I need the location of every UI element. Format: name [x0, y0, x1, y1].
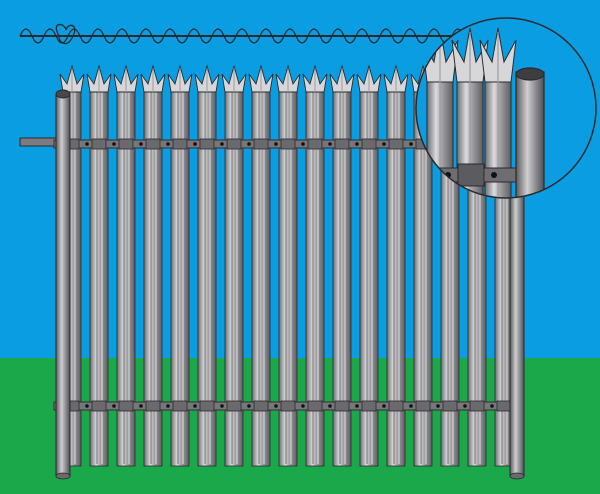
rail-bracket	[469, 400, 485, 412]
fence-pale	[248, 64, 274, 467]
post-base	[509, 472, 525, 480]
rail-bracket	[361, 400, 377, 412]
rail-bracket	[118, 400, 134, 412]
rail-bolt	[328, 404, 332, 408]
inset-border	[415, 17, 597, 199]
rail-bracket	[388, 400, 404, 412]
rail-bolt	[220, 142, 224, 146]
fence-pale	[86, 64, 112, 467]
rail-bracket	[307, 138, 323, 150]
inset-content	[419, 27, 545, 198]
rail-bolt	[112, 142, 116, 146]
rail-bolt	[274, 404, 278, 408]
fence-pale	[356, 64, 382, 467]
rail-bracket	[415, 400, 431, 412]
post-body	[509, 189, 525, 477]
rail-bracket	[91, 400, 107, 412]
fence-pale	[140, 64, 166, 467]
post-base	[55, 472, 71, 480]
fence-rails	[53, 138, 525, 412]
rail-bolt	[247, 404, 251, 408]
rail-bracket	[172, 400, 188, 412]
wire-clip	[55, 23, 76, 45]
rail-bolt	[382, 142, 386, 146]
rail-bolt	[112, 404, 116, 408]
rail-bolt	[355, 404, 359, 408]
left-post	[55, 89, 71, 480]
rail-bolt	[328, 142, 332, 146]
rail-bracket	[388, 138, 404, 150]
rail-bracket	[226, 400, 242, 412]
post-body	[55, 93, 71, 477]
rail-bracket	[361, 138, 377, 150]
inset-post-cap	[515, 67, 545, 81]
rail-bracket	[496, 400, 512, 412]
rail-bracket	[199, 138, 215, 150]
rail-bolt	[355, 142, 359, 146]
rail-bracket	[253, 138, 269, 150]
rail-bracket	[334, 138, 350, 150]
bottom-rail	[53, 400, 525, 412]
inset-bolt	[491, 172, 497, 178]
rail-bolt	[85, 142, 89, 146]
rail-bolt	[436, 404, 440, 408]
rail-bolt	[301, 404, 305, 408]
inset-bracket	[457, 163, 485, 187]
wire-coil	[19, 28, 477, 44]
rail-bolt	[301, 142, 305, 146]
rail-bolt	[463, 404, 467, 408]
rail-bracket	[280, 138, 296, 150]
rail-bolt	[139, 404, 143, 408]
rail-bracket	[442, 400, 458, 412]
inset-post	[515, 71, 545, 198]
detail-inset-circle	[415, 17, 597, 199]
rail-bolt	[382, 404, 386, 408]
rail-bracket	[226, 138, 242, 150]
rail-bracket	[145, 138, 161, 150]
rail-bolt	[166, 404, 170, 408]
rail-bolt	[85, 404, 89, 408]
fence-pale	[221, 64, 247, 467]
rail-bolt	[139, 142, 143, 146]
rail-bolt	[193, 404, 197, 408]
rail-bolt	[409, 404, 413, 408]
rail-bolt	[409, 142, 413, 146]
rail-bracket	[253, 400, 269, 412]
rail-bolt	[166, 142, 170, 146]
rail-bracket	[280, 400, 296, 412]
right-post	[509, 185, 525, 480]
fence-posts	[55, 89, 525, 480]
rail-bracket	[199, 400, 215, 412]
post-cap	[55, 89, 71, 99]
rail-bracket	[334, 400, 350, 412]
rail-bolt	[220, 404, 224, 408]
rail-bolt	[274, 142, 278, 146]
rail-bolt	[193, 142, 197, 146]
rail-bracket	[307, 400, 323, 412]
rail-bracket	[172, 138, 188, 150]
rail-bracket	[118, 138, 134, 150]
rail-bracket	[91, 138, 107, 150]
rail-bolt	[247, 142, 251, 146]
fence-pale	[383, 64, 409, 467]
rail-bolt	[490, 404, 494, 408]
fence-pale	[275, 64, 301, 467]
rail-bracket	[145, 400, 161, 412]
inset-pale	[479, 27, 517, 198]
razor-wire	[19, 23, 477, 45]
